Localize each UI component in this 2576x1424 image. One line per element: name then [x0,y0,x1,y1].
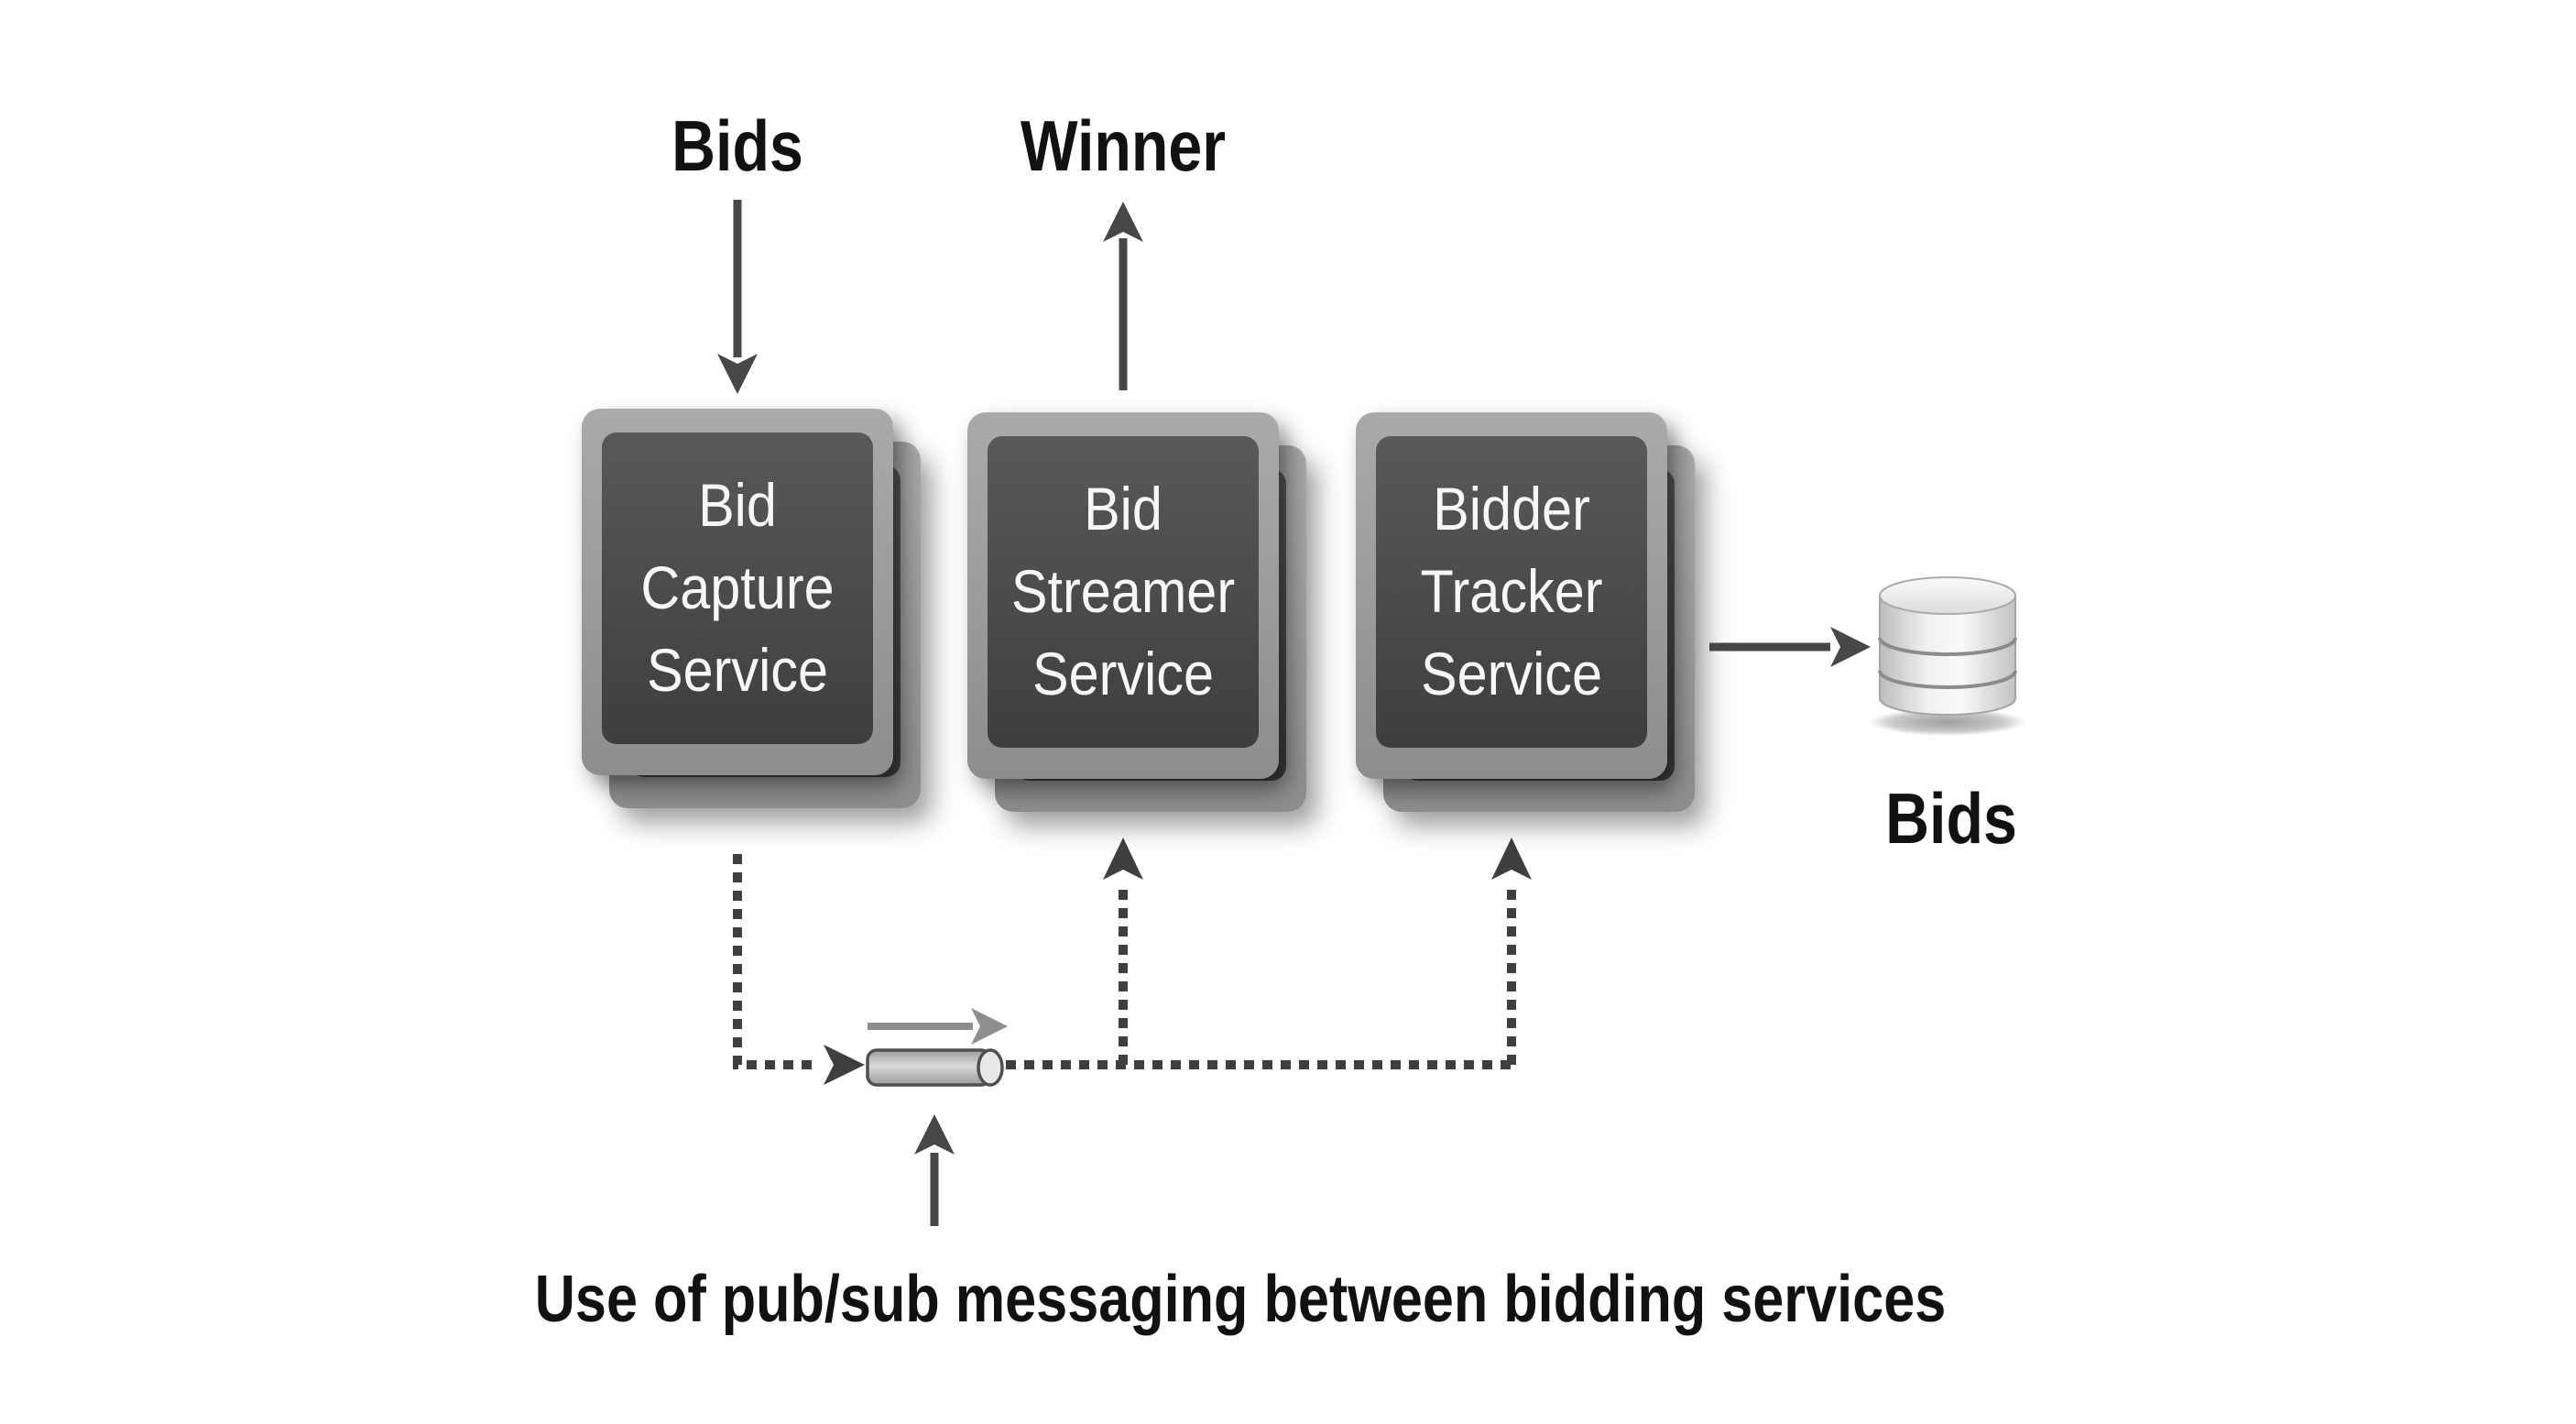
service-card: Bid Streamer Service [967,412,1279,779]
caption-text: Use of pub/sub messaging between bidding… [534,1263,1947,1336]
db-bids-label: Bids [1885,778,2017,859]
channel-to-tracker-dashed-line [1491,838,1532,1065]
arrow-head-up-icon [1491,838,1532,880]
service-label: Bid Capture Service [640,471,835,704]
channel-flow-arrow [868,1008,1008,1045]
bids-input-label: Bids [671,105,803,186]
service-inner-panel: Bidder Tracker Service [1376,436,1647,748]
pipe-body [866,1048,992,1087]
db-groove [1878,637,2017,656]
service-label: Bid Streamer Service [1010,475,1236,707]
arrow-head-right-icon [971,1008,1008,1045]
service-stack-bidder-tracker: Bidder Tracker Service [1356,412,1695,812]
arrow-head-right-icon [1830,627,1871,667]
arrow-head-up-icon [1103,202,1143,242]
arrow-head-down-icon [717,354,758,394]
arrow-head-up-icon [914,1114,955,1155]
service-stack-bid-capture: Bid Capture Service [582,409,921,808]
channel-to-streamer-dashed-line [1103,838,1143,1065]
database-cylinder-icon [1869,576,2026,736]
publish-to-channel-arrow [914,1114,955,1226]
arrow-head-up-icon [1103,838,1143,880]
service-card: Bidder Tracker Service [1356,412,1667,779]
arrow-head-right-icon [824,1045,865,1085]
db-shadow [1869,708,2026,736]
winner-output-label: Winner [1020,105,1227,186]
pipe-opening [977,1048,1004,1087]
db-top [1879,576,2016,615]
service-label: Bidder Tracker Service [1420,475,1603,707]
service-inner-panel: Bid Capture Service [602,433,873,744]
winner-up-arrow [1103,202,1143,390]
service-card: Bid Capture Service [582,409,893,775]
service-inner-panel: Bid Streamer Service [988,436,1259,748]
bids-down-arrow [717,200,758,394]
tracker-to-db-arrow [1709,627,1871,667]
db-groove [1878,670,2017,689]
message-channel-pipe-icon [866,1048,1004,1087]
service-stack-bid-streamer: Bid Streamer Service [967,412,1306,812]
capture-to-channel-dashed-line [733,854,865,1085]
dashed-path [733,854,819,1069]
